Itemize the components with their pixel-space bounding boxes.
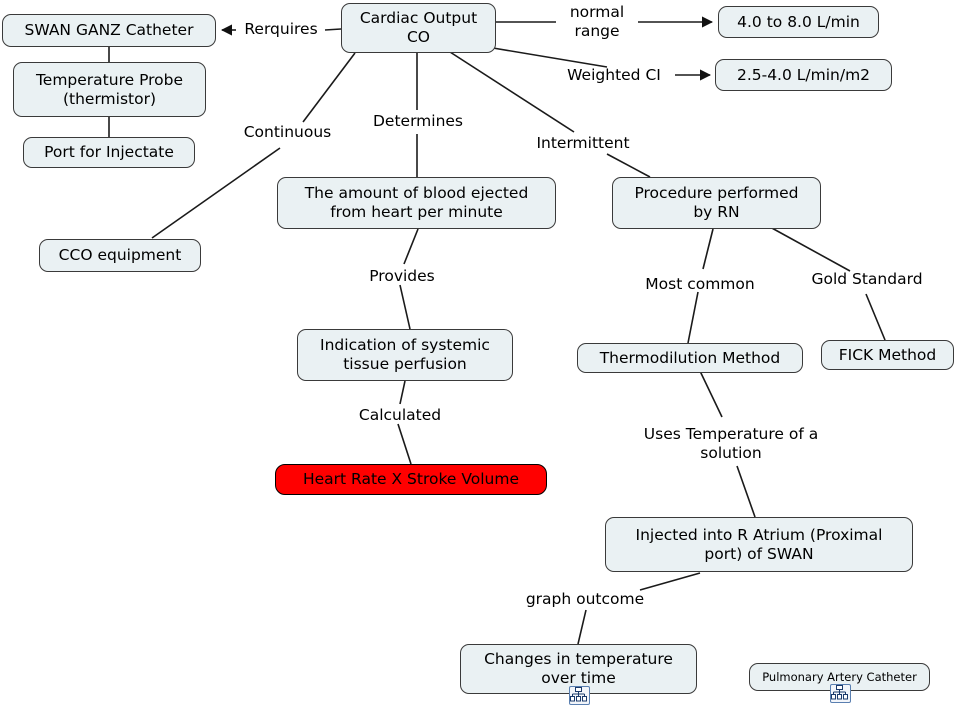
edge-graphoutcome-to-changes	[577, 609, 587, 645]
edge-label-normal-range: normal range	[569, 3, 625, 40]
edge-label-provides: Provides	[369, 267, 435, 285]
node-temperature-probe[interactable]: Temperature Probe (thermistor)	[13, 62, 206, 117]
edge-procedure-to-goldstandard	[769, 226, 851, 272]
edge-injected-to-graphoutcome	[639, 572, 701, 591]
edge-label-uses-temperature: Uses Temperature of a solution	[643, 425, 819, 462]
edge-procedure-to-mostcommon	[702, 228, 714, 270]
node-amount-of-blood[interactable]: The amount of blood ejected from heart p…	[277, 177, 556, 229]
node-injected-r-atrium[interactable]: Injected into R Atrium (Proximal port) o…	[605, 517, 913, 572]
edge-mostcommon-to-thermodilution	[687, 291, 699, 344]
node-cardiac-output[interactable]: Cardiac Output CO	[341, 3, 496, 53]
node-heart-rate-x-stroke-volume[interactable]: Heart Rate X Stroke Volume	[275, 464, 547, 495]
edge-label-continuous: Continuous	[243, 123, 332, 141]
edge-co-to-continuous	[302, 52, 356, 123]
edge-label-most-common: Most common	[645, 275, 755, 293]
node-normal-range-value[interactable]: 4.0 to 8.0 L/min	[718, 6, 879, 38]
edge-label-rerquires: Rerquires	[244, 20, 318, 38]
edge-label-graph-outcome: graph outcome	[525, 590, 645, 608]
edge-label-weighted-ci: Weighted CI	[567, 66, 661, 84]
node-changes-in-temperature[interactable]: Changes in temperature over time	[460, 644, 697, 694]
node-port-for-injectate[interactable]: Port for Injectate	[23, 137, 195, 168]
edge-co-to-requires	[324, 28, 342, 31]
node-thermodilution-method[interactable]: Thermodilution Method	[577, 343, 803, 373]
edge-usestemp-to-injected	[736, 465, 756, 518]
edge-label-calculated: Calculated	[358, 406, 442, 424]
node-weighted-ci-value[interactable]: 2.5-4.0 L/min/m2	[715, 59, 892, 91]
edge-goldstandard-to-fick	[865, 293, 886, 341]
edge-calculated-to-formula	[397, 423, 412, 465]
edge-amount-to-provides	[403, 228, 419, 265]
edge-label-gold-standard: Gold Standard	[811, 270, 923, 288]
node-swan-ganz-catheter[interactable]: SWAN GANZ Catheter	[2, 14, 216, 47]
node-fick-method[interactable]: FICK Method	[821, 340, 954, 370]
edge-label-determines: Determines	[372, 112, 464, 130]
node-cco-equipment[interactable]: CCO equipment	[39, 239, 201, 272]
edge-label-intermittent: Intermittent	[536, 134, 630, 152]
edge-intermittent-to-procedure	[606, 153, 651, 178]
pa-catheter-concept-map-icon[interactable]	[830, 684, 851, 703]
node-indication-systemic-perfusion[interactable]: Indication of systemic tissue perfusion	[297, 329, 513, 381]
edge-provides-to-indication	[399, 284, 411, 330]
edge-co-to-weightedci	[492, 47, 608, 68]
node-procedure-performed-by-rn[interactable]: Procedure performed by RN	[612, 177, 821, 229]
edge-indication-to-calculated	[399, 380, 406, 405]
changes-temp-concept-map-icon[interactable]	[569, 686, 590, 705]
edge-thermodilution-to-usestemp	[699, 370, 723, 418]
